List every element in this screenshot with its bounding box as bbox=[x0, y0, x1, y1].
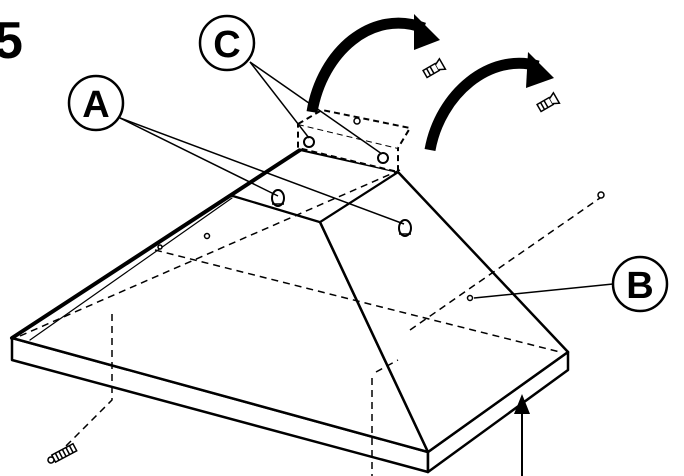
hood-left-edge bbox=[10, 148, 302, 340]
screw-bottom-left bbox=[47, 442, 78, 464]
bracket-hole-right bbox=[377, 152, 389, 164]
bracket-hole-left bbox=[303, 136, 315, 148]
mounting-holes-a bbox=[271, 189, 412, 237]
step-number: 5 bbox=[0, 12, 23, 70]
small-holes bbox=[157, 117, 605, 302]
callout-a: A bbox=[67, 74, 125, 132]
screw-upper bbox=[422, 57, 447, 79]
leader-lines bbox=[119, 61, 614, 299]
hood-inner-edge bbox=[29, 197, 233, 341]
rotation-arrow-left bbox=[306, 14, 440, 113]
callout-a-label: A bbox=[82, 84, 109, 126]
screw-hole-left bbox=[271, 189, 285, 207]
screw-lower bbox=[536, 91, 561, 113]
chimney-bracket bbox=[297, 108, 412, 174]
upward-arrow bbox=[514, 394, 530, 476]
callout-c: C bbox=[198, 14, 256, 72]
rotation-arrow-right bbox=[424, 52, 554, 152]
hidden-lines bbox=[19, 169, 601, 476]
hood-body bbox=[10, 148, 570, 474]
callout-c-label: C bbox=[213, 24, 240, 66]
callout-b: B bbox=[611, 255, 669, 313]
callout-b-label: B bbox=[626, 265, 653, 307]
